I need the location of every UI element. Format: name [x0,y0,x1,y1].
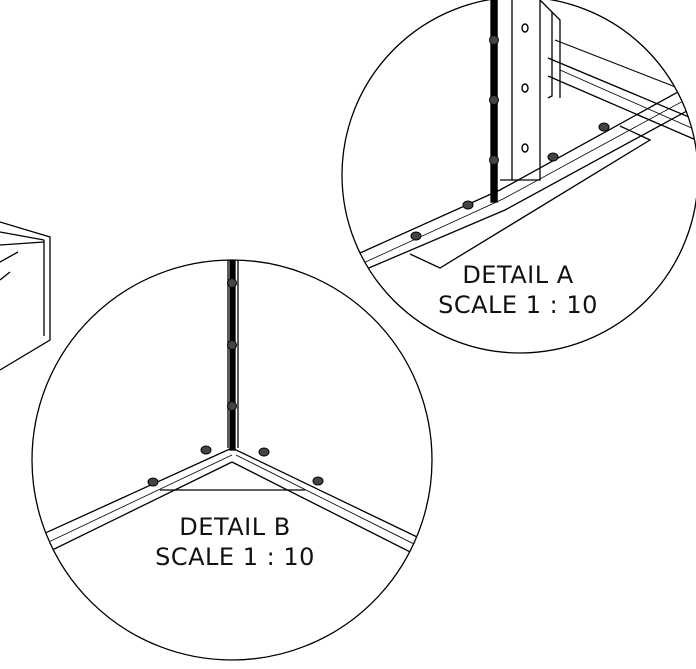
detail-b-view [31,259,433,661]
detail-a-view [341,0,696,354]
detail-b-post [229,260,236,451]
detail-a-circle [341,0,696,354]
detail-b-label: DETAIL B SCALE 1 : 10 [135,512,335,572]
detail-b-title: DETAIL B [179,513,291,541]
detail-a-label: DETAIL A SCALE 1 : 10 [438,260,598,320]
detail-a-scale: SCALE 1 : 10 [438,291,598,319]
detail-b-bolts [147,278,324,487]
detail-b-scale: SCALE 1 : 10 [155,543,315,571]
detail-a-bolts [410,35,610,241]
box-view-fragment [0,221,51,371]
detail-a-title: DETAIL A [462,261,574,289]
detail-a-holes [521,23,529,153]
